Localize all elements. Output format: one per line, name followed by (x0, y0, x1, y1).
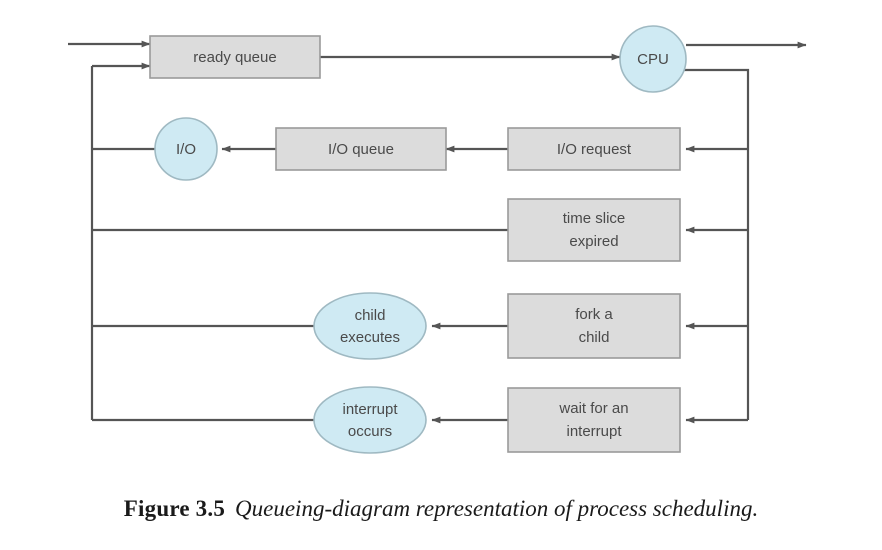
node-ready-queue[interactable]: ready queue (149, 35, 321, 79)
figure-caption: Figure 3.5 Queueing-diagram representatio… (0, 496, 882, 522)
node-time-slice-expired[interactable]: time slice expired (507, 198, 681, 262)
fork-child-label-line2: child (579, 329, 610, 346)
fork-child-label-line1: fork a (575, 306, 613, 323)
wait-interrupt-label-line2: interrupt (566, 423, 622, 440)
interrupt-occurs-label-line2: occurs (348, 423, 392, 440)
cpu-label: CPU (637, 51, 669, 68)
fork-child-box[interactable] (507, 293, 681, 359)
node-child-executes[interactable]: child executes (313, 292, 427, 360)
io-queue-label: I/O queue (328, 141, 394, 158)
child-executes-ellipse[interactable] (313, 292, 427, 360)
node-io-request[interactable]: I/O request (507, 127, 681, 171)
node-interrupt-occurs[interactable]: interrupt occurs (313, 386, 427, 454)
interrupt-occurs-ellipse[interactable] (313, 386, 427, 454)
node-io[interactable]: I/O (154, 117, 218, 181)
queueing-diagram: ready queue CPU I/O I/O queue I/O reques… (68, 25, 807, 454)
time-slice-box[interactable] (507, 198, 681, 262)
io-queue-box[interactable] (275, 127, 447, 171)
time-slice-label-line2: expired (569, 233, 618, 250)
node-cpu[interactable]: CPU (619, 25, 687, 93)
figure-caption-text: Queueing-diagram representation of proce… (235, 496, 759, 521)
cpu-circle[interactable] (619, 25, 687, 93)
wait-interrupt-label-line1: wait for an (558, 400, 628, 417)
node-fork-a-child[interactable]: fork a child (507, 293, 681, 359)
figure-number: Figure 3.5 (123, 496, 226, 521)
io-request-box[interactable] (507, 127, 681, 171)
child-executes-label-line2: executes (340, 329, 400, 346)
child-executes-label-line1: child (355, 307, 386, 324)
io-circle[interactable] (154, 117, 218, 181)
node-io-queue[interactable]: I/O queue (275, 127, 447, 171)
interrupt-occurs-label-line1: interrupt (342, 401, 398, 418)
ready-queue-label: ready queue (193, 49, 276, 66)
wait-interrupt-box[interactable] (507, 387, 681, 453)
node-wait-for-an-interrupt[interactable]: wait for an interrupt (507, 387, 681, 453)
time-slice-label-line1: time slice (563, 210, 626, 227)
io-request-label: I/O request (557, 141, 632, 158)
io-label: I/O (176, 141, 196, 158)
ready-queue-box[interactable] (149, 35, 321, 79)
right-dispatch-bus (684, 68, 750, 420)
